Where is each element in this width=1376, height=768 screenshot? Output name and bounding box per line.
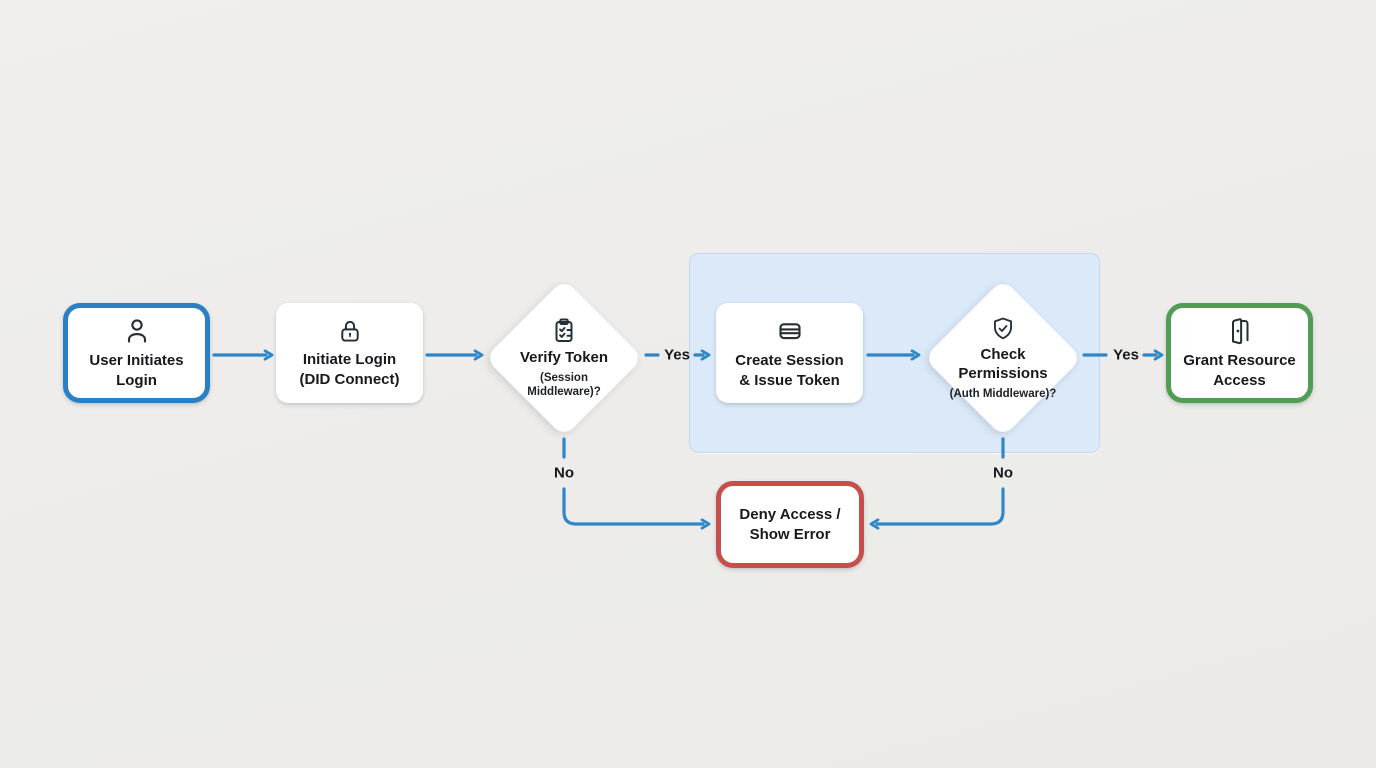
- checklist-clipboard-icon: [549, 316, 579, 346]
- edge-verify-no-arrow: [562, 487, 711, 530]
- node-sublabel: (Session Middleware)?: [527, 372, 601, 399]
- person-icon: [122, 316, 152, 346]
- edge-label-verify-no: No: [554, 464, 574, 482]
- node-user-initiates-login[interactable]: User Initiates Login: [63, 303, 210, 403]
- node-sublabel: (Auth Middleware)?: [949, 387, 1057, 400]
- node-label: Create Session & Issue Token: [735, 352, 844, 389]
- shield-check-icon: [989, 315, 1017, 343]
- node-label: Verify Token: [519, 349, 609, 367]
- node-create-session[interactable]: Create Session & Issue Token: [716, 303, 863, 403]
- lock-icon: [336, 317, 364, 345]
- edge-label-check-yes: Yes: [1113, 346, 1139, 364]
- node-deny-access[interactable]: Deny Access / Show Error: [716, 481, 864, 568]
- edge-check-no-arrow: [869, 487, 1005, 530]
- node-label: Initiate Login (DID Connect): [299, 351, 400, 388]
- node-grant-access[interactable]: Grant Resource Access: [1166, 303, 1313, 403]
- node-label: Check Permissions: [958, 346, 1048, 382]
- node-label: User Initiates Login: [89, 352, 184, 389]
- node-check-permissions[interactable]: Check Permissions (Auth Middleware)?: [923, 278, 1083, 438]
- credit-card-icon: [775, 316, 805, 346]
- edge-label-verify-yes: Yes: [664, 346, 690, 364]
- node-label: Deny Access / Show Error: [739, 506, 841, 543]
- node-label: Grant Resource Access: [1183, 352, 1296, 389]
- open-door-icon: [1225, 316, 1255, 346]
- node-verify-token[interactable]: Verify Token (Session Middleware)?: [484, 278, 644, 438]
- edge-label-check-no: No: [993, 464, 1013, 482]
- node-initiate-login[interactable]: Initiate Login (DID Connect): [276, 303, 423, 403]
